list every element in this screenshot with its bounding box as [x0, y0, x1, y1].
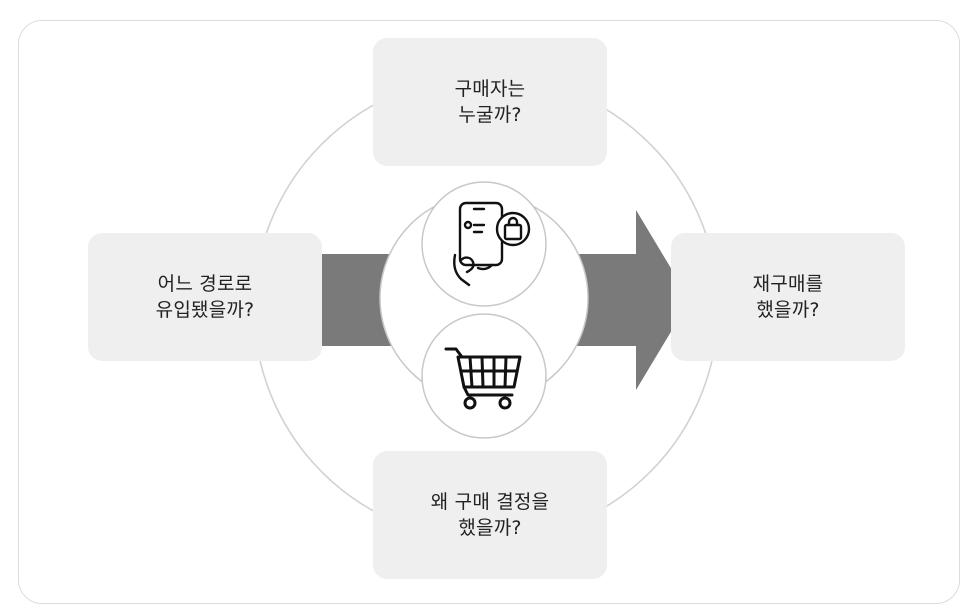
question-box-why: 왜 구매 결정을 했을까? [373, 451, 607, 579]
mobile-shopping-icon [453, 201, 531, 287]
question-repurchase-label: 재구매를 했을까? [752, 273, 824, 321]
question-channel-label: 어느 경로로 유입됐을까? [155, 273, 255, 321]
shopping-cart-icon [444, 347, 522, 410]
question-box-who: 구매자는 누굴까? [373, 38, 607, 166]
question-box-channel: 어느 경로로 유입됐을까? [88, 233, 322, 361]
question-box-repurchase: 재구매를 했을까? [671, 233, 905, 361]
question-who-label: 구매자는 누굴까? [454, 78, 526, 126]
mobile-shopping-circle [421, 181, 547, 307]
question-why-label: 왜 구매 결정을 했을까? [430, 491, 550, 539]
